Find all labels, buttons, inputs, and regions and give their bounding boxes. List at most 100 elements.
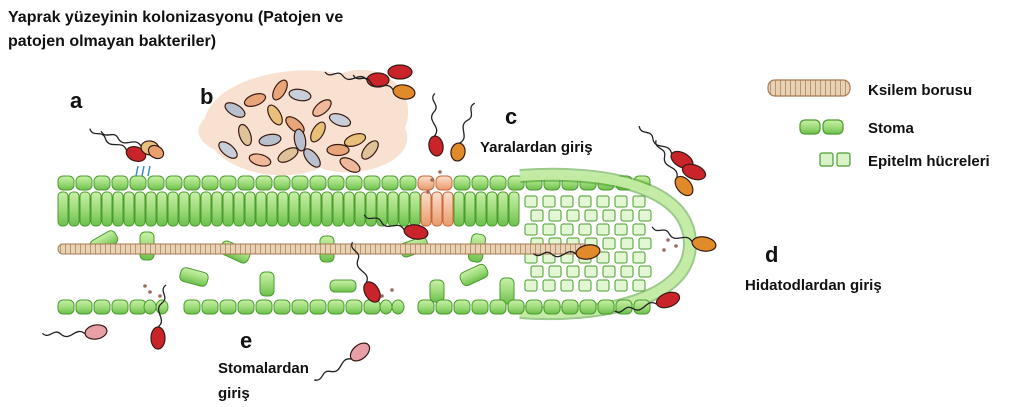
palisade-cell	[322, 192, 332, 226]
palisade-cell	[146, 192, 156, 226]
flagellum	[427, 93, 442, 136]
lower-epidermis-cell	[220, 300, 236, 314]
lower-epidermis-cell	[472, 300, 488, 314]
bacterium-icon	[450, 101, 475, 163]
lower-epidermis-cell	[346, 300, 362, 314]
epithelium-cell	[621, 266, 633, 277]
particle-dot	[674, 244, 678, 248]
palisade-cell	[432, 192, 442, 226]
upper-epidermis-cell	[58, 176, 74, 190]
stoma-icon	[800, 120, 843, 134]
mesophyll-cell	[330, 280, 356, 292]
lower-epidermis-cell	[436, 300, 452, 314]
label-hydathode-entry: Hidatodlardan giriş	[745, 277, 882, 294]
epithelium-cell	[633, 252, 645, 263]
palisade-cell	[278, 192, 288, 226]
palisade-cell	[124, 192, 134, 226]
upper-epidermis-cell	[364, 176, 380, 190]
palisade-cell	[256, 192, 266, 226]
label-stomata-entry-2: giriş	[218, 385, 250, 402]
lower-epidermis-cell	[310, 300, 326, 314]
lower-epidermis-cell	[58, 300, 74, 314]
bacterium-body	[347, 340, 373, 365]
label-wound-entry: Yaralardan giriş	[480, 139, 593, 156]
palisade-cell	[388, 192, 398, 226]
epithelium-cell	[633, 224, 645, 235]
palisade-cell	[333, 192, 343, 226]
flagellum	[314, 353, 351, 386]
epithelium-cell	[597, 280, 609, 291]
lower-epidermis-cell	[94, 300, 110, 314]
mesophyll-cell	[179, 267, 210, 288]
lower-epidermis-cell	[184, 300, 200, 314]
palisade-cell	[234, 192, 244, 226]
lower-epidermis-cell	[526, 300, 542, 314]
epithelium-cell	[549, 266, 561, 277]
palisade-cell	[58, 192, 68, 226]
mesophyll-cell	[430, 280, 444, 302]
epithelium-cell	[639, 210, 651, 221]
particle-dot	[666, 238, 670, 242]
bacterium-icon	[151, 285, 166, 349]
palisade-cell	[454, 192, 464, 226]
marker-a: a	[70, 88, 83, 113]
upper-epidermis-cell	[382, 176, 398, 190]
epithelium-cell	[615, 252, 627, 263]
bacterium-icon	[85, 129, 148, 164]
palisade-cell	[267, 192, 277, 226]
epithelium-cell	[603, 238, 615, 249]
particle-dot	[430, 178, 434, 182]
lower-epidermis-cell	[274, 300, 290, 314]
epithelium-cell	[615, 196, 627, 207]
epithelium-cell	[525, 224, 537, 235]
lower-epidermis-cell	[598, 300, 614, 314]
epithelium-cell	[549, 210, 561, 221]
lower-epidermis-cell	[580, 300, 596, 314]
bacterium-body	[360, 279, 383, 305]
pilus	[136, 166, 138, 176]
lower-epidermis-cell	[76, 300, 92, 314]
palisade-cell	[223, 192, 233, 226]
bacterium-icon	[388, 65, 412, 79]
epithelium-cell	[615, 224, 627, 235]
epithelium-cell	[621, 238, 633, 249]
epithelium-cell	[561, 196, 573, 207]
palisade-cell	[245, 192, 255, 226]
palisade-cell	[113, 192, 123, 226]
upper-epidermis-cell	[130, 176, 146, 190]
epithelium-cell	[585, 266, 597, 277]
upper-epidermis-cell	[400, 176, 416, 190]
upper-epidermis-cell	[166, 176, 182, 190]
epithelium-cell	[525, 196, 537, 207]
palisade-cell	[311, 192, 321, 226]
bacterium-body	[84, 323, 108, 341]
palisade-cell	[476, 192, 486, 226]
epithelium-cell	[531, 210, 543, 221]
palisade-cell	[69, 192, 79, 226]
upper-epidermis-cell	[184, 176, 200, 190]
lower-epidermis-cell	[418, 300, 434, 314]
particle-dot	[143, 284, 147, 288]
epithelium-cell	[531, 266, 543, 277]
legend-xylem-label: Ksilem borusu	[868, 82, 972, 99]
legend-epithelium-label: Epitelm hücreleri	[868, 153, 990, 170]
lower-epidermis-cell	[454, 300, 470, 314]
palisade-cell	[300, 192, 310, 226]
particle-dot	[390, 288, 394, 292]
bacterium-icon	[420, 93, 446, 157]
title-line-2: patojen olmayan bakteriler)	[8, 33, 216, 50]
epithelium-cell	[639, 238, 651, 249]
stoma-guard-cell	[156, 300, 168, 314]
palisade-cell	[212, 192, 222, 226]
label-stomata-entry-1: Stomalardan	[218, 360, 309, 377]
stoma-guard-cell	[380, 300, 392, 314]
palisade-cell	[179, 192, 189, 226]
upper-epidermis-cell	[418, 176, 434, 190]
pilus	[148, 166, 150, 176]
epithelium-cell	[585, 210, 597, 221]
epithelium-cell	[561, 224, 573, 235]
palisade-cell	[487, 192, 497, 226]
bacterium-body	[450, 142, 467, 162]
particle-dot	[158, 294, 162, 298]
epithelium-cell	[543, 224, 555, 235]
